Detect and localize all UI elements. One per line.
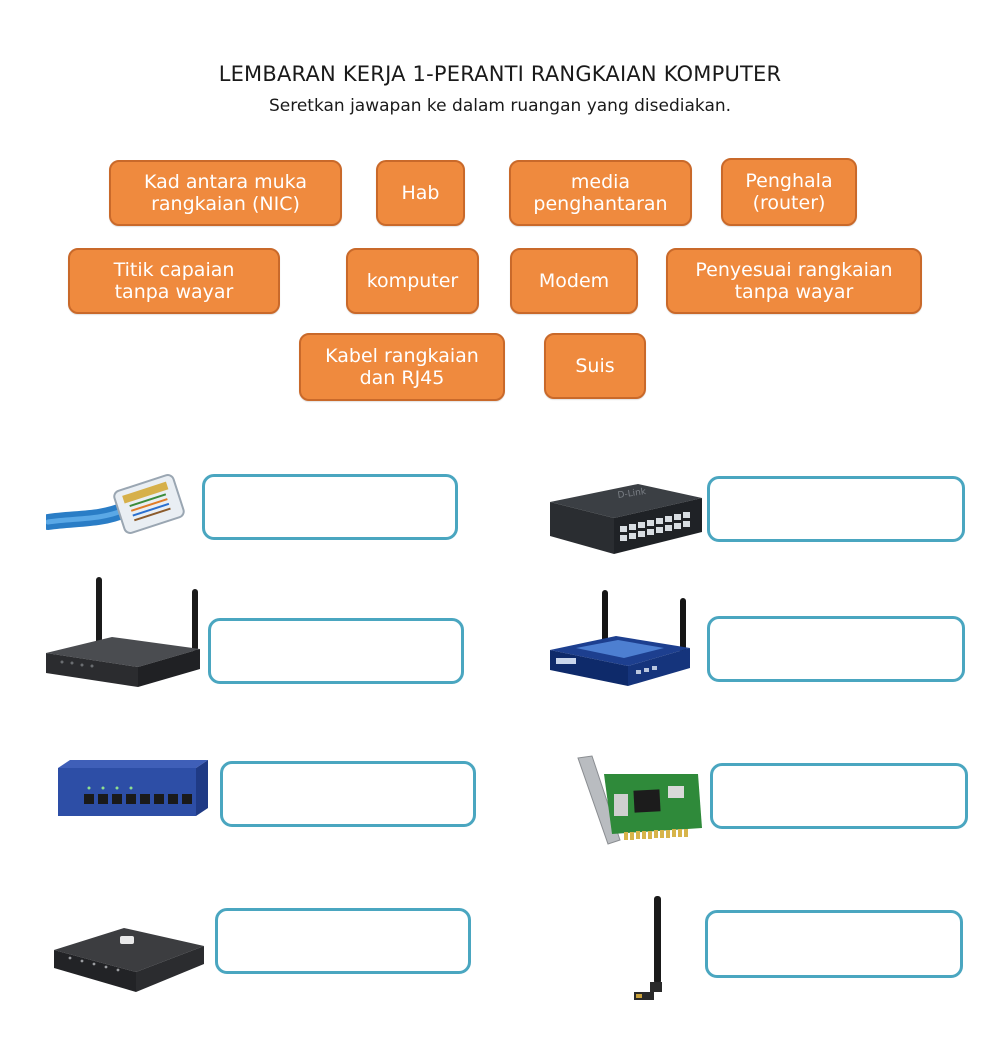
chip-kabel-rj45[interactable]: Kabel rangkaian dan RJ45 (299, 333, 505, 401)
answer-box-6[interactable] (710, 763, 968, 829)
chip-suis[interactable]: Suis (544, 333, 646, 399)
chip-media-penghantaran[interactable]: media penghantaran (509, 160, 692, 226)
answer-box-4[interactable] (707, 616, 965, 682)
worksheet-title: LEMBARAN KERJA 1-PERANTI RANGKAIAN KOMPU… (218, 62, 782, 86)
chip-modem[interactable]: Modem (510, 248, 638, 314)
chip-nic[interactable]: Kad antara muka rangkaian (NIC) (109, 160, 342, 226)
rj45-cable-icon (46, 474, 185, 534)
answer-box-1[interactable] (202, 474, 458, 540)
answer-box-7[interactable] (215, 908, 471, 974)
chip-penyesuai-wayarles[interactable]: Penyesuai rangkaian tanpa wayar (666, 248, 922, 314)
wireless-router-icon (550, 590, 690, 686)
answer-box-8[interactable] (705, 910, 963, 978)
wireless-access-point-icon (46, 577, 200, 687)
wireless-adapter-antenna-icon (634, 896, 662, 1000)
svg-text:D-Link: D-Link (617, 487, 648, 501)
hub-8port-icon (58, 760, 208, 816)
chip-komputer[interactable]: komputer (346, 248, 479, 314)
answer-box-5[interactable] (220, 761, 476, 827)
chip-titik-capaian[interactable]: Titik capaian tanpa wayar (68, 248, 280, 314)
modem-icon (54, 928, 204, 992)
chip-penghala[interactable]: Penghala (router) (721, 158, 857, 226)
answer-box-3[interactable] (208, 618, 464, 684)
network-switch-24port-icon: D-Link (550, 484, 702, 554)
answer-box-2[interactable] (707, 476, 965, 542)
chip-hab[interactable]: Hab (376, 160, 465, 226)
nic-card-icon (577, 755, 702, 845)
worksheet-instruction: Seretkan jawapan ke dalam ruangan yang d… (268, 96, 732, 116)
